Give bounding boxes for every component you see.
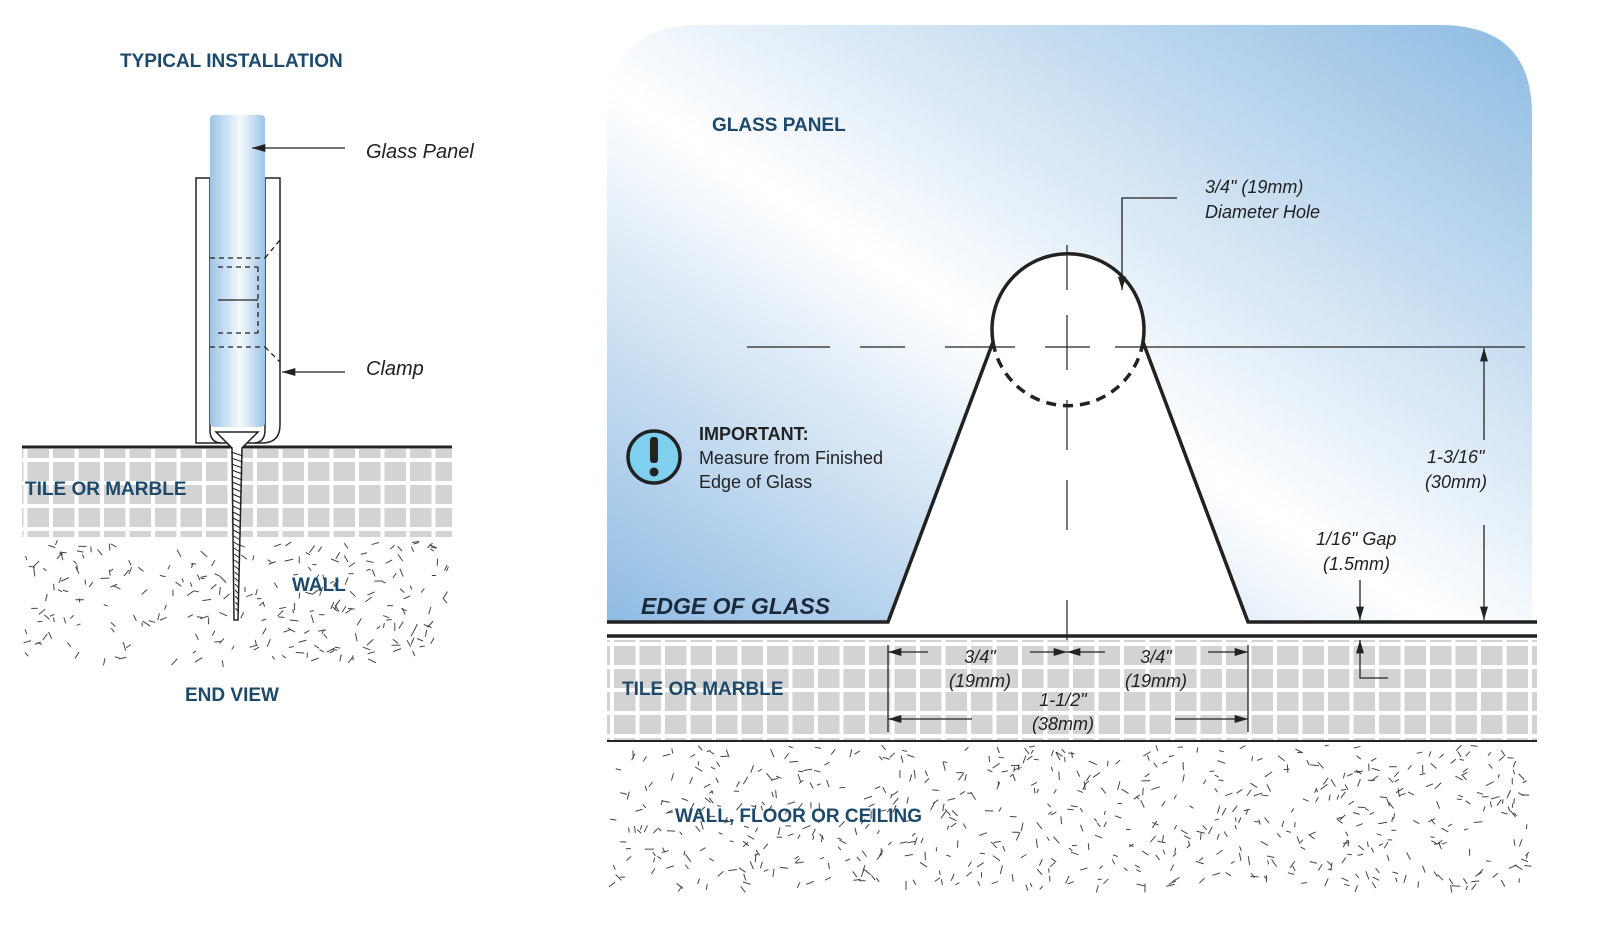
- wall-label: WALL, FLOOR OR CEILING: [675, 806, 922, 827]
- width-dimensions: [887, 645, 1249, 732]
- clamp-label: Clamp: [366, 358, 424, 380]
- right-half-in: 3/4": [1140, 647, 1173, 667]
- end-view-title: TYPICAL INSTALLATION: [120, 51, 343, 72]
- wall-label: WALL: [292, 575, 346, 596]
- edge-of-glass-outline: [607, 252, 1537, 624]
- left-half-mm: (19mm): [949, 671, 1011, 691]
- important-line1: Measure from Finished: [699, 448, 883, 468]
- wall-texture: [23, 540, 449, 667]
- total-width-mm: (38mm): [1032, 714, 1094, 734]
- gap-in: 1/16" Gap: [1316, 529, 1396, 549]
- hole-dashed-bottom: [991, 341, 1145, 408]
- tile-label: TILE OR MARBLE: [622, 679, 784, 700]
- edge-of-glass-label: EDGE OF GLASS: [641, 593, 831, 619]
- total-width-in: 1-1/2": [1039, 690, 1088, 710]
- left-half-in: 3/4": [964, 647, 997, 667]
- right-half-mm: (19mm): [1125, 671, 1187, 691]
- clamp: [195, 177, 281, 444]
- height-mm: (30mm): [1425, 472, 1487, 492]
- important-icon: [626, 429, 682, 485]
- hole-desc: Diameter Hole: [1205, 202, 1320, 222]
- wall-texture: [608, 744, 1532, 893]
- hole-size: 3/4" (19mm): [1205, 177, 1303, 197]
- gap-mm: (1.5mm): [1323, 554, 1390, 574]
- glass-panel-label: GLASS PANEL: [712, 115, 846, 136]
- height-in: 1-3/16": [1427, 447, 1486, 467]
- hole-detail: GLASS PANEL 3/4" (19mm) Diameter Hole IM…: [607, 25, 1537, 893]
- end-view-caption: END VIEW: [185, 685, 279, 706]
- important-title: IMPORTANT:: [699, 424, 809, 444]
- important-line2: Edge of Glass: [699, 472, 812, 492]
- tile-layer: [607, 640, 1537, 740]
- centerlines: [747, 245, 1525, 665]
- end-view: TYPICAL INSTALLATION Glass Panel Clamp T…: [22, 51, 474, 706]
- glass-panel-label: Glass Panel: [366, 141, 474, 163]
- glass-panel: [210, 115, 265, 427]
- glass-panel-area: [607, 25, 1532, 622]
- tile-label: TILE OR MARBLE: [25, 479, 187, 500]
